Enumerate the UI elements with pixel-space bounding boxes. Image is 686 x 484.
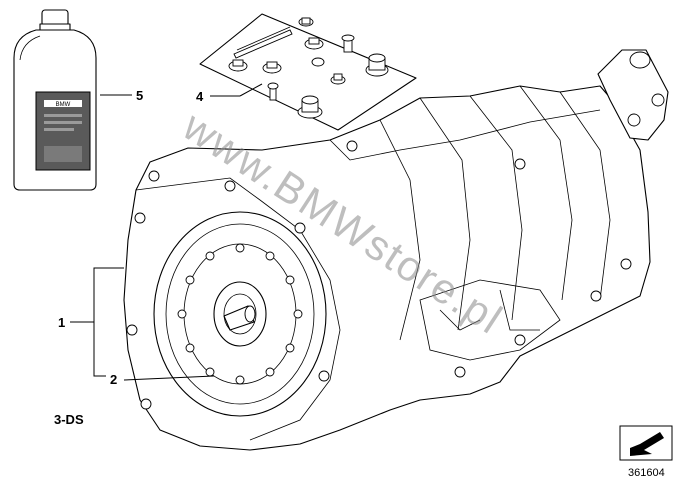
torque-converter[interactable]: [153, 211, 327, 417]
callout-5: 5: [136, 88, 143, 103]
direction-arrow-icon: [630, 432, 664, 456]
oil-bottle[interactable]: BMW: [13, 9, 97, 191]
leader-lines: [70, 83, 263, 381]
drawing-number: 361604: [628, 467, 665, 479]
kit-nut: [228, 59, 248, 72]
bottle-brand-text: BMW: [56, 102, 71, 108]
leader-1: [93, 267, 124, 377]
output-flange: [597, 49, 669, 141]
leader-2: [123, 375, 215, 381]
direction-indicator: [619, 425, 673, 461]
variant-label: 3-DS: [54, 412, 84, 427]
callout-4: 4: [196, 89, 204, 104]
callout-2: 2: [110, 372, 117, 387]
callout-1: 1: [58, 315, 65, 330]
small-parts-kit[interactable]: [199, 13, 417, 131]
